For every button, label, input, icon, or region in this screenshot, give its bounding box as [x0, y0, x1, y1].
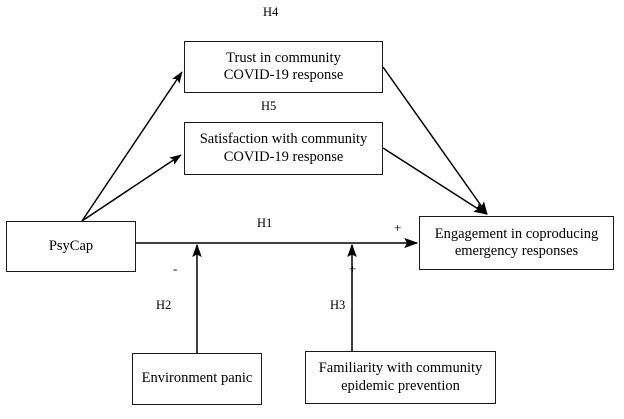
node-engagement-label: Engagement in coproducing emergency resp…: [434, 225, 599, 259]
node-psycap-label: PsyCap: [48, 237, 94, 254]
node-environment-panic[interactable]: Environment panic: [132, 353, 262, 405]
sign-positive-h1: +: [394, 220, 402, 235]
node-engagement-in-coproducing[interactable]: Engagement in coproducing emergency resp…: [419, 216, 614, 270]
node-familiarity-with-community[interactable]: Familiarity with community epidemic prev…: [305, 351, 496, 404]
sign-positive-h3: +: [349, 261, 357, 276]
hypothesis-label-h3: H3: [330, 298, 346, 312]
hypothesis-label-h5: H5: [261, 99, 277, 113]
node-trust-in-community[interactable]: Trust in community COVID-19 response: [184, 41, 383, 93]
node-panic-label: Environment panic: [141, 370, 253, 387]
arrow-psycap-to-trust: [81, 71, 183, 222]
sign-negative-h2: -: [173, 261, 178, 276]
arrow-trust-to-engagement: [382, 66, 488, 215]
hypothesis-label-h1: H1: [257, 216, 273, 230]
arrow-satisfaction-to-engagement: [382, 147, 488, 215]
hypothesis-label-h4: H4: [263, 5, 279, 19]
node-familiarity-label: Familiarity with community epidemic prev…: [318, 360, 483, 394]
hypothesis-label-h2: H2: [156, 298, 172, 312]
node-psycap[interactable]: PsyCap: [6, 221, 136, 272]
node-satisfaction-label: Satisfaction with community COVID-19 res…: [199, 131, 368, 165]
arrow-psycap-to-satisfaction: [81, 154, 182, 222]
node-satisfaction-with-community[interactable]: Satisfaction with community COVID-19 res…: [184, 122, 383, 175]
node-trust-label: Trust in community COVID-19 response: [223, 49, 344, 83]
